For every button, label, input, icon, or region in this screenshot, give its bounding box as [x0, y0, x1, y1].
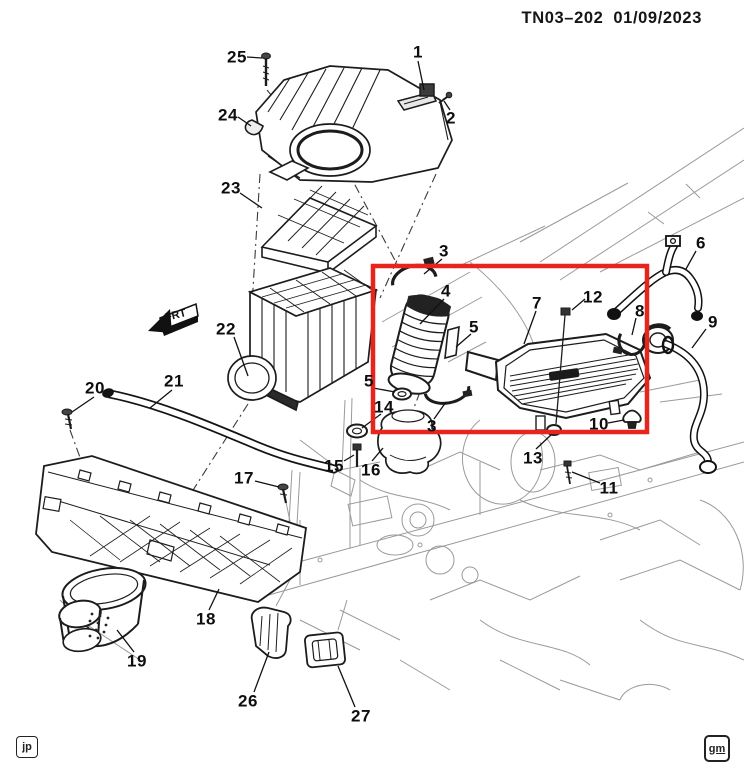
clamp-8	[612, 333, 647, 356]
callout-14: 14	[374, 397, 394, 417]
screw-20	[61, 408, 73, 430]
grommet-10	[622, 409, 642, 429]
clamp-3-upper	[390, 256, 438, 286]
gm-logo: gm	[704, 735, 730, 762]
callout-23: 23	[221, 178, 241, 198]
callout-19: 19	[127, 651, 147, 671]
gm-logo-text: gm	[708, 742, 726, 755]
mount-26	[250, 606, 292, 659]
callout-10: 10	[589, 414, 609, 434]
hose-9	[661, 335, 717, 474]
callout-13: 13	[523, 448, 543, 468]
callout-18: 18	[196, 609, 216, 629]
callout-4: 4	[441, 281, 451, 301]
bracket-5	[444, 325, 460, 360]
screw-2	[438, 91, 453, 104]
intake-duct-19	[58, 566, 147, 653]
leader-lines	[71, 56, 707, 708]
callout-11: 11	[599, 478, 619, 498]
mount-27	[304, 631, 346, 669]
air-cleaner-housing-22	[227, 267, 379, 412]
callout-26: 26	[238, 691, 258, 711]
callout-24: 24	[218, 105, 238, 125]
doc-ref: TN03–202	[521, 9, 604, 27]
flex-duct-4	[387, 294, 452, 395]
clamp-3-lower	[423, 385, 473, 405]
resonator-7	[464, 332, 652, 431]
frt-direction-arrow: FRT	[148, 302, 199, 336]
callout-16: 16	[361, 460, 381, 480]
drawing-title: TN03–202 01/09/2023	[512, 9, 702, 28]
doc-date: 01/09/2023	[613, 9, 702, 27]
callout-9: 9	[708, 312, 718, 332]
bolt-15	[352, 443, 362, 467]
callout-17: 17	[234, 468, 254, 488]
screw-17	[277, 483, 289, 504]
callout-3-bottom: 3	[427, 416, 437, 436]
callout-15: 15	[324, 456, 344, 476]
callout-5-washer: 5	[364, 371, 374, 391]
washer-5	[392, 387, 412, 401]
pcv-tube-6	[607, 235, 703, 321]
callout-5-bracket: 5	[469, 317, 479, 337]
seal-strip-21	[102, 388, 339, 474]
bolt-11	[563, 460, 573, 485]
callout-3-top: 3	[439, 241, 449, 261]
screw-25	[261, 52, 271, 86]
author-mark: jp	[16, 736, 38, 758]
callout-12: 12	[583, 287, 603, 307]
baffle-panel-18	[35, 455, 307, 603]
author-mark-text: jp	[22, 741, 32, 753]
callout-2: 2	[446, 108, 456, 128]
callout-6: 6	[696, 233, 706, 253]
callout-21: 21	[164, 371, 184, 391]
callout-7: 7	[532, 293, 542, 313]
callout-1: 1	[413, 42, 423, 62]
callout-27: 27	[351, 706, 371, 726]
air-cleaner-cover	[255, 65, 453, 183]
outlet-duct-16	[377, 409, 442, 475]
callout-8: 8	[635, 301, 645, 321]
frt-label: FRT	[164, 307, 188, 324]
highlight-box	[370, 263, 650, 435]
callout-22: 22	[216, 319, 236, 339]
callout-25: 25	[227, 47, 247, 67]
air-filter-23	[260, 160, 378, 275]
callout-20: 20	[85, 378, 105, 398]
bolt-12	[555, 307, 571, 425]
